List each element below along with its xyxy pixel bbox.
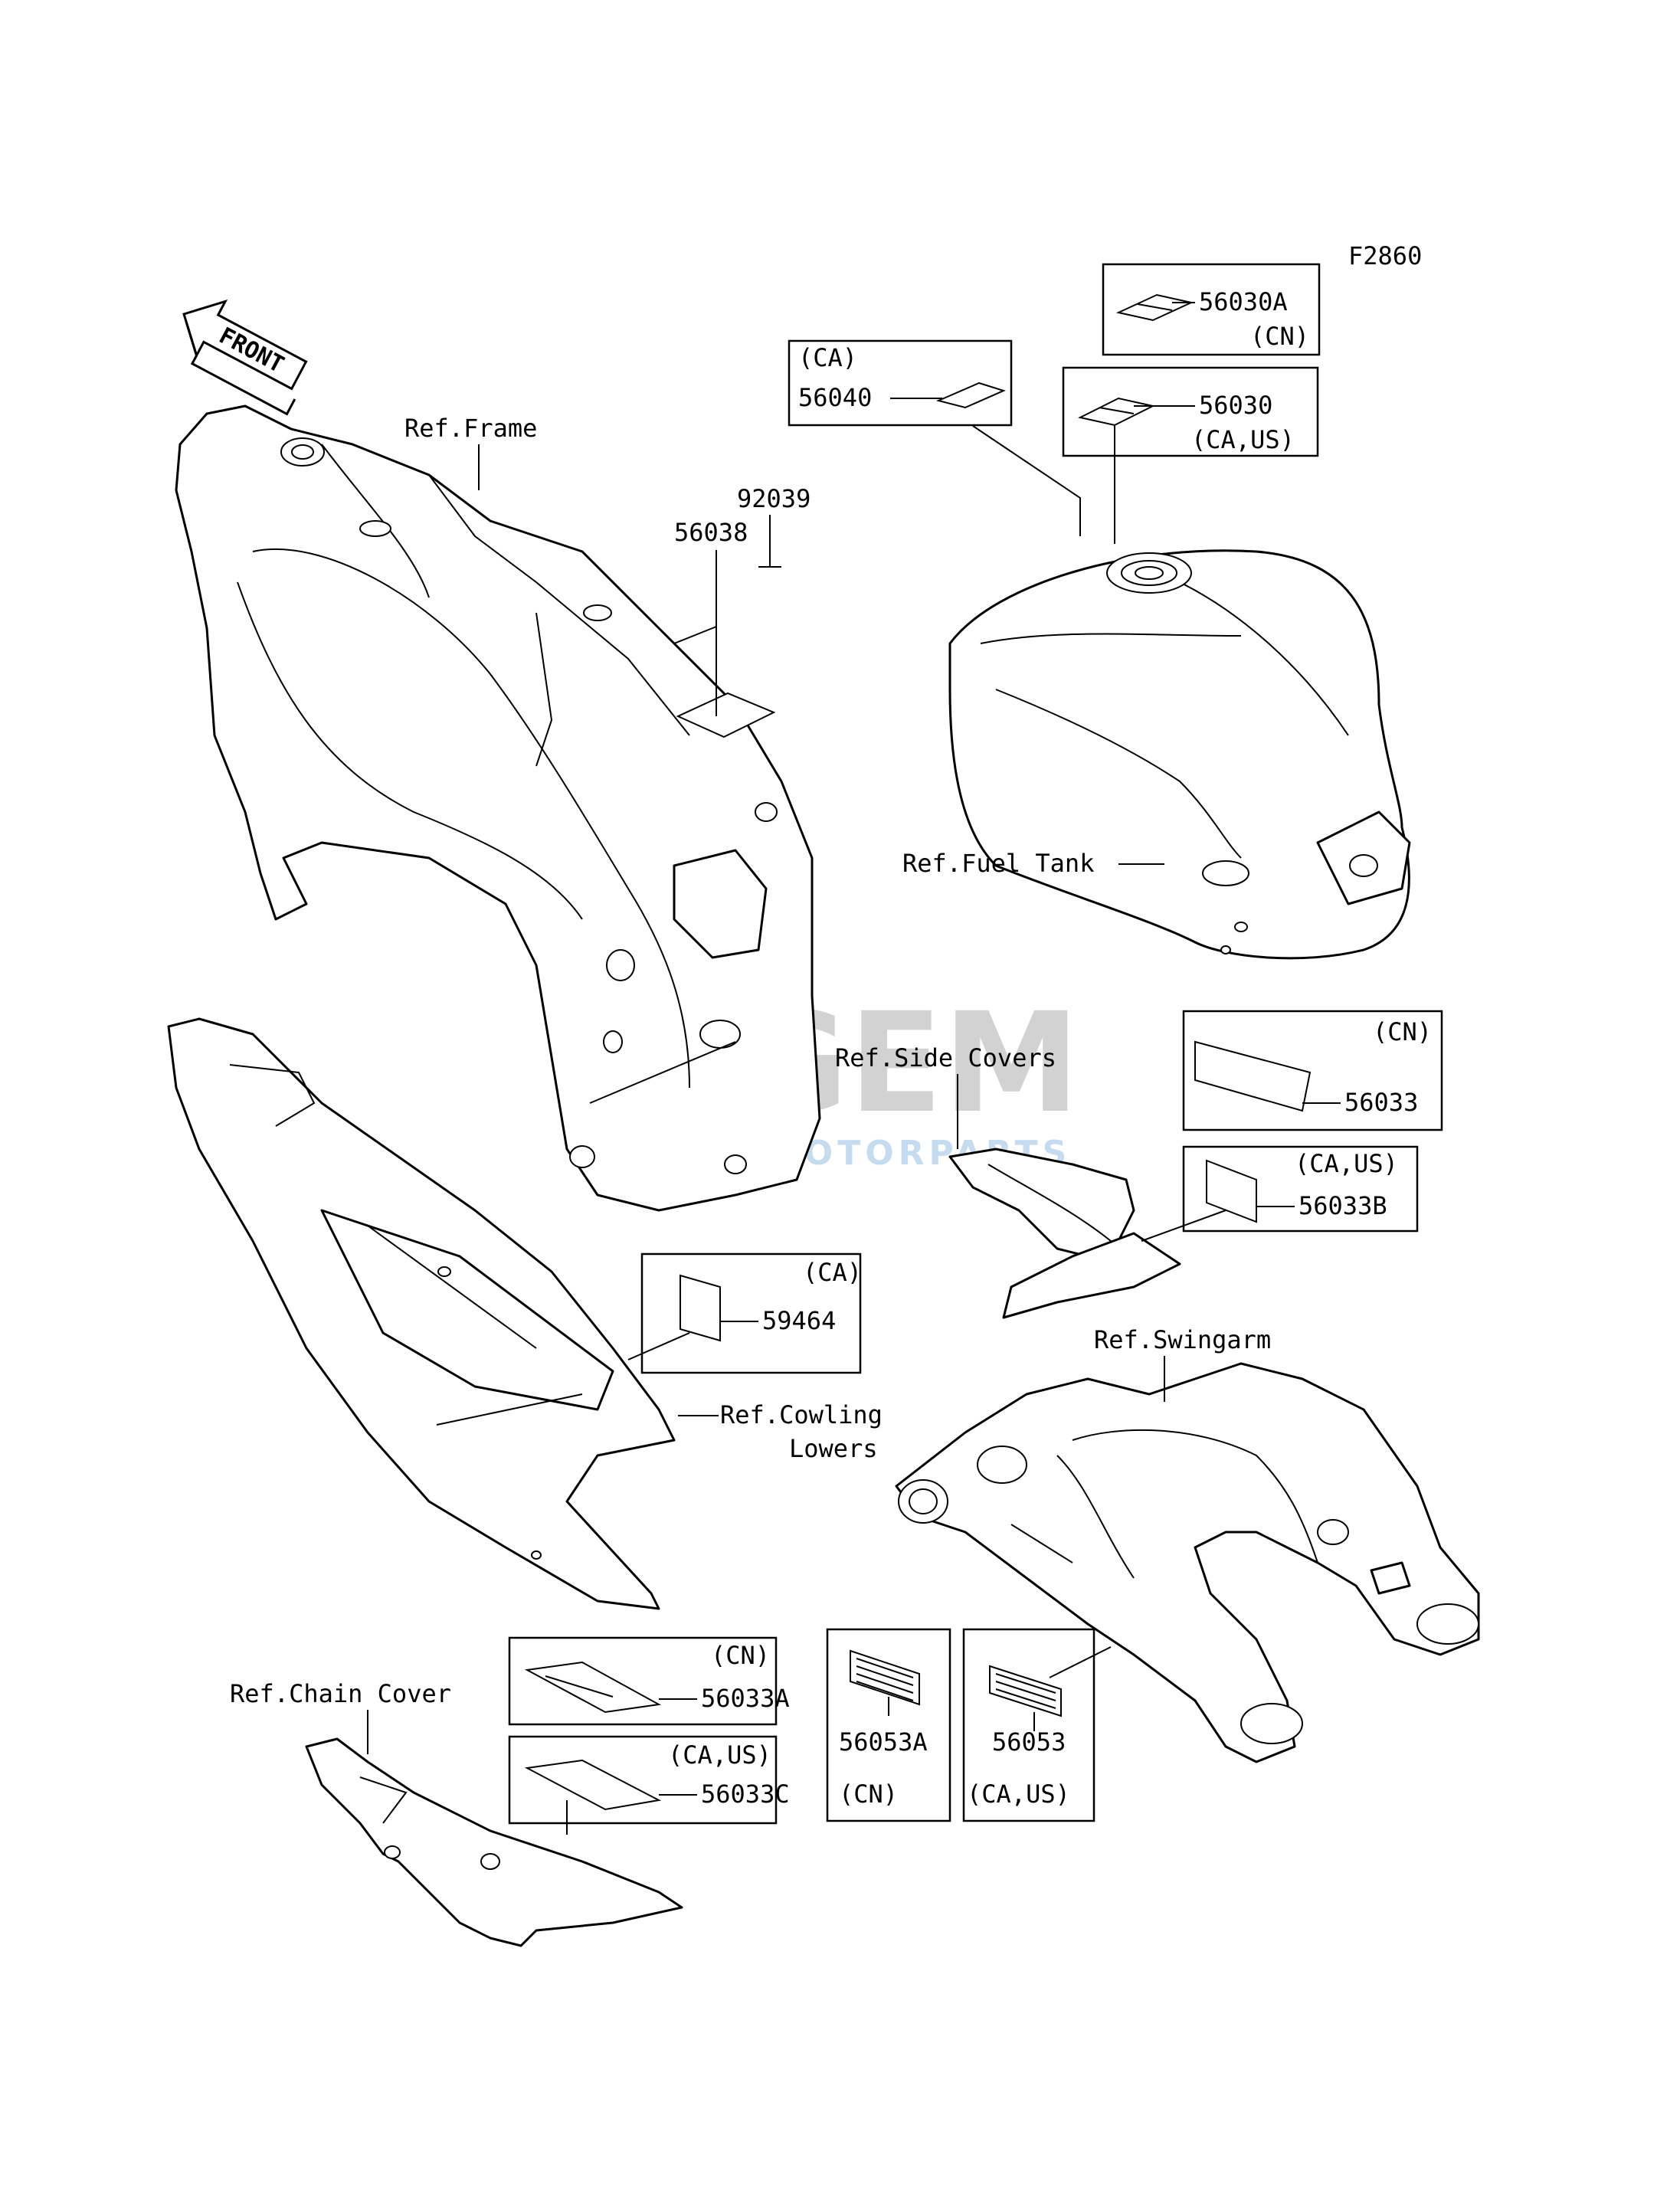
part-56033B-box: (CA,US) 56033B	[1141, 1145, 1419, 1242]
front-arrow-icon: FRONT	[182, 299, 308, 416]
chain-cover-illustration	[305, 1737, 683, 1947]
side-covers-illustration	[948, 1148, 1181, 1319]
part-56053-number: 56053	[992, 1727, 1066, 1757]
swingarm-reference: Ref.Swingarm	[1094, 1325, 1271, 1354]
part-56038-label: 56038	[673, 518, 776, 738]
fuel-tank-reference: Ref.Fuel Tank	[902, 849, 1094, 878]
part-92039-number: 92039	[737, 484, 811, 513]
frame-reference: Ref.Frame	[404, 414, 537, 443]
part-56053-region: (CA,US)	[967, 1780, 1070, 1809]
part-59464-region: (CA)	[803, 1258, 862, 1287]
part-56030-box: 56030 (CA,US)	[1062, 366, 1319, 544]
part-56030A-region: (CN)	[1250, 322, 1309, 351]
part-56030-region: (CA,US)	[1191, 425, 1295, 454]
part-59464-number: 59464	[762, 1306, 836, 1335]
part-56040-box: (CA) 56040	[788, 339, 1081, 536]
fuel-tank-illustration	[948, 549, 1411, 960]
cowling-lowers-illustration	[167, 1017, 676, 1610]
part-56033B-number: 56033B	[1298, 1191, 1387, 1220]
part-56033A-number: 56033A	[701, 1684, 790, 1713]
figure-code: F2860	[1348, 241, 1422, 270]
part-56038-number: 56038	[674, 518, 748, 547]
part-56053A-number: 56053A	[839, 1727, 928, 1757]
part-56033-region: (CN)	[1373, 1017, 1432, 1046]
part-56053-box: 56053 (CA,US)	[962, 1628, 1112, 1822]
part-92039-label: 92039	[737, 484, 811, 568]
chain-cover-reference: Ref.Chain Cover	[230, 1679, 451, 1708]
frame-illustration	[175, 404, 821, 1212]
part-56033-box: (CN) 56033	[1182, 1010, 1443, 1131]
part-56033A-region: (CN)	[711, 1641, 770, 1670]
part-56053A-region: (CN)	[839, 1780, 898, 1809]
part-56030A-number: 56030A	[1199, 287, 1288, 316]
front-arrow-label: FRONT	[215, 323, 288, 378]
part-56040-region: (CA)	[798, 343, 857, 372]
part-56033C-number: 56033C	[701, 1780, 790, 1809]
swingarm-illustration	[895, 1362, 1480, 1763]
part-56033A-box: (CN) 56033A	[508, 1636, 790, 1726]
part-56033C-region: (CA,US)	[668, 1740, 771, 1770]
side-covers-reference: Ref.Side Covers	[835, 1043, 1056, 1072]
part-56040-number: 56040	[798, 383, 872, 412]
part-56033C-box: (CA,US) 56033C	[508, 1735, 790, 1835]
part-56053A-box: 56053A (CN)	[826, 1628, 951, 1822]
cowling-reference-line2: Lowers	[789, 1434, 878, 1463]
part-56030A-box: 56030A (CN)	[1102, 263, 1321, 356]
part-59464-box: (CA) 59464	[627, 1252, 862, 1374]
part-56033B-region: (CA,US)	[1295, 1149, 1398, 1178]
part-56033-number: 56033	[1344, 1088, 1418, 1117]
part-56030-number: 56030	[1199, 391, 1272, 420]
cowling-reference-line1: Ref.Cowling	[720, 1400, 883, 1429]
